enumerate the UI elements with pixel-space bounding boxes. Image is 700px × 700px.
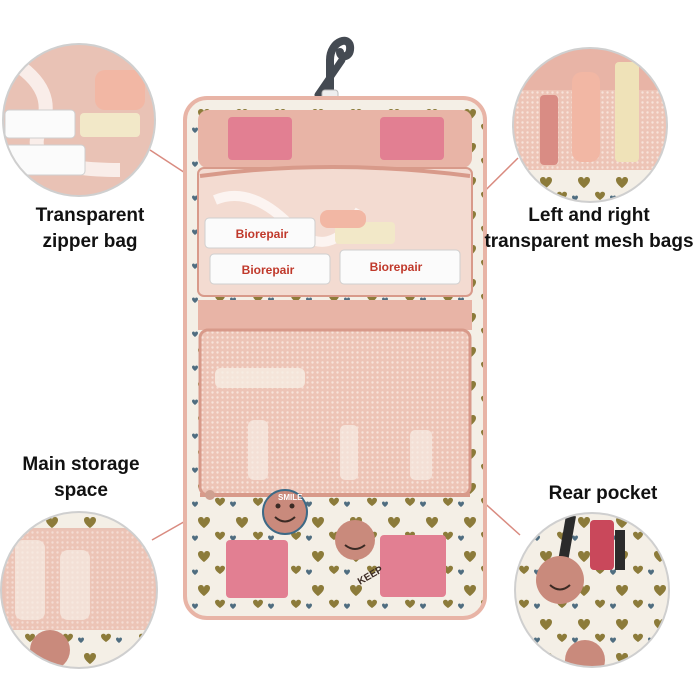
velcro-patch-bottom-left [226, 540, 288, 598]
callout-label-rear-pocket: Rear pocket [548, 483, 658, 504]
velcro-patch-top-right [380, 117, 444, 160]
smiley-print-text: SMILE [278, 493, 303, 502]
callout-label-zipper-bag: Transparent zipper bag [35, 205, 145, 252]
tube-brand-text-3: Biorepair [370, 260, 423, 274]
tube-brand-text: Biorepair [236, 227, 289, 241]
tube-brand-text-2: Biorepair [242, 263, 295, 277]
callout-label-main-storage: Main storage space [22, 454, 140, 501]
detail-circle-main-storage [0, 511, 158, 669]
toiletry-bag: Biorepair Biorepair Biorepair KEEP SMILE [183, 96, 487, 620]
velcro-patch-top-left [228, 117, 292, 160]
transparent-zipper-bag: Biorepair Biorepair Biorepair [197, 165, 473, 297]
callout-label-mesh-bags: Left and right transparent mesh bags [484, 205, 694, 252]
hanger-hook-icon [314, 36, 354, 105]
detail-circle-rear-pocket [514, 512, 670, 668]
velcro-patch-bottom-right [380, 535, 446, 597]
detail-circle-zipper-bag [2, 43, 156, 197]
detail-circle-mesh-bags [512, 47, 668, 203]
